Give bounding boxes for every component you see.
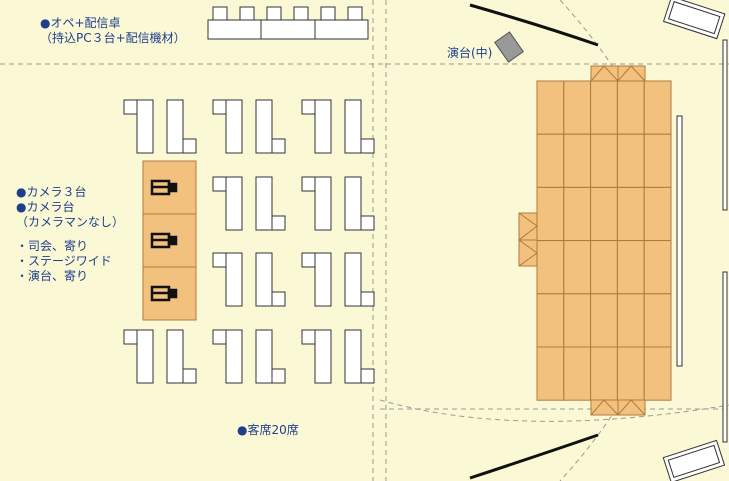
camera-icon [150, 285, 178, 302]
podium-box [494, 31, 524, 63]
podium-label: 演台(中) [447, 46, 493, 60]
audience-seat [166, 99, 197, 154]
audience-seat [212, 99, 243, 154]
audience-seat [123, 329, 154, 384]
audience-seat [212, 176, 243, 231]
operator-label: ●オペ+配信卓 （持込PC３台+配信機材） [40, 16, 186, 46]
operator-label-line1: ●オペ+配信卓 [40, 16, 121, 30]
camera-count-label: ●カメラ３台 [16, 185, 87, 199]
audience-seat [344, 176, 375, 231]
camera-stand-label: ●カメラ台 [16, 200, 75, 214]
camera-icon [150, 232, 178, 249]
audience-seat [212, 329, 243, 384]
operator-desk [207, 6, 369, 40]
audience-seat [255, 176, 286, 231]
audience-seat [301, 252, 332, 307]
speaker-boxes [662, 0, 726, 481]
audience-seat [255, 99, 286, 154]
camera-note-label: （カメラマンなし） [16, 215, 125, 229]
audience-seats [123, 99, 375, 384]
seats-label: ●客席20席 [237, 423, 299, 437]
audience-seat [344, 252, 375, 307]
camera-icons [150, 179, 178, 302]
camera-shot-3: ・演台、寄り [16, 269, 89, 283]
audience-seat [344, 99, 375, 154]
camera-icon [150, 179, 178, 196]
stage-platform [518, 65, 672, 416]
audience-seat [166, 329, 197, 384]
stage-walls [469, 3, 599, 480]
audience-seat [301, 329, 332, 384]
audience-seat [255, 252, 286, 307]
audience-seat [255, 329, 286, 384]
audience-seat [123, 99, 154, 154]
audience-seat [344, 329, 375, 384]
audience-seat [301, 176, 332, 231]
audience-seat [301, 99, 332, 154]
camera-shot-1: ・司会、寄り [16, 239, 89, 253]
camera-shot-2: ・ステージワイド [16, 254, 112, 268]
camera-label: ●カメラ３台 ●カメラ台 （カメラマンなし） ・司会、寄り ・ステージワイド ・… [16, 185, 124, 284]
audience-seat [212, 252, 243, 307]
side-rails [676, 39, 728, 443]
operator-label-line2: （持込PC３台+配信機材） [40, 31, 186, 45]
